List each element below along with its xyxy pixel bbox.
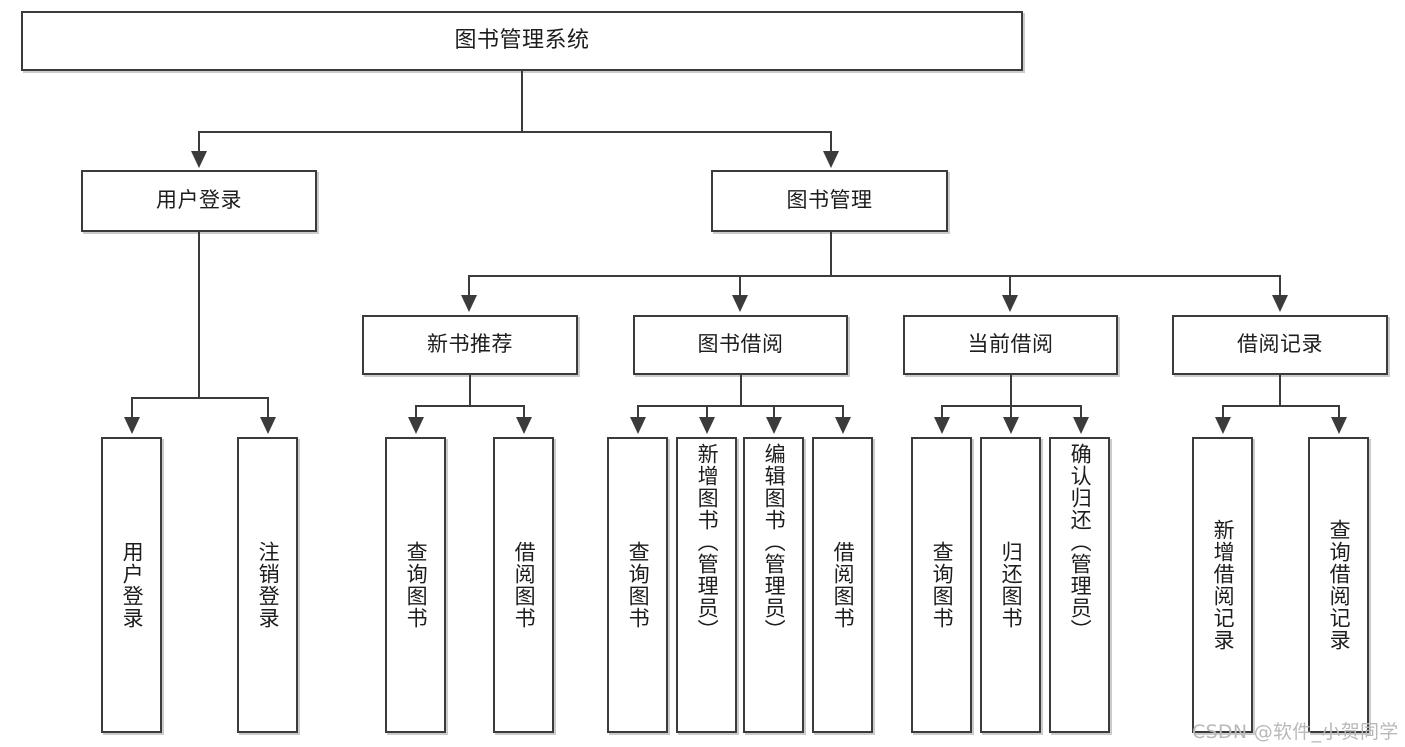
connector-bookmgmt-drop-4 bbox=[1279, 275, 1281, 297]
leaf-query-book-newbook[interactable]: 查询图书 bbox=[385, 437, 446, 733]
node-user-login[interactable]: 用户登录 bbox=[81, 170, 317, 232]
connector-bookborrow-drop-1 bbox=[637, 405, 639, 419]
connector-userlogin-drop-2 bbox=[267, 397, 269, 419]
leaf-edit-book-admin[interactable]: 编辑图书（管理员） bbox=[743, 437, 804, 733]
connector-bookmgmt-drop-3 bbox=[1009, 275, 1011, 297]
node-label: 查询图书 bbox=[404, 541, 429, 629]
connector-userlogin-stem bbox=[198, 232, 200, 398]
arrow-borrowrecord-leaf-2 bbox=[1331, 417, 1347, 434]
arrow-currentborrow-leaf-3 bbox=[1073, 417, 1089, 434]
leaf-return-book[interactable]: 归还图书 bbox=[980, 437, 1041, 733]
node-label: 注销登录 bbox=[256, 541, 281, 629]
leaf-confirm-return-admin[interactable]: 确认归还（管理员） bbox=[1049, 437, 1110, 733]
arrow-newbook-leaf-2 bbox=[516, 417, 532, 434]
leaf-query-borrow-record[interactable]: 查询借阅记录 bbox=[1308, 437, 1369, 733]
connector-userlogin-drop-1 bbox=[131, 397, 133, 419]
node-label: 新增图书（管理员） bbox=[695, 443, 720, 641]
connector-currentborrow-stem bbox=[1010, 375, 1012, 406]
arrow-bookborrow-leaf-1 bbox=[630, 417, 646, 434]
arrow-bookborrow-leaf-2 bbox=[699, 417, 715, 434]
arrow-bookmgmt-child-2 bbox=[732, 295, 748, 312]
arrow-currentborrow-leaf-2 bbox=[1003, 417, 1019, 434]
node-root-system[interactable]: 图书管理系统 bbox=[21, 11, 1023, 71]
connector-bookborrow-stem bbox=[740, 375, 742, 406]
connector-bookmgmt-drop-2 bbox=[739, 275, 741, 297]
leaf-logout[interactable]: 注销登录 bbox=[237, 437, 298, 733]
arrow-root-to-bookmgmt bbox=[823, 151, 839, 168]
connector-borrowrecord-drop-2 bbox=[1338, 405, 1340, 419]
connector-newbook-stem bbox=[469, 375, 471, 406]
connector-currentborrow-drop-2 bbox=[1010, 405, 1012, 419]
node-label: 新书推荐 bbox=[427, 332, 513, 357]
connector-borrowrecord-bus bbox=[1222, 405, 1338, 407]
node-label: 新增借阅记录 bbox=[1211, 519, 1236, 651]
connector-borrowrecord-stem bbox=[1279, 375, 1281, 406]
arrow-bookborrow-leaf-4 bbox=[835, 417, 851, 434]
connector-bookborrow-drop-3 bbox=[773, 405, 775, 419]
node-label: 查询图书 bbox=[626, 541, 651, 629]
arrow-currentborrow-leaf-1 bbox=[934, 417, 950, 434]
connector-root-to-userlogin bbox=[198, 131, 200, 153]
node-book-management[interactable]: 图书管理 bbox=[711, 170, 948, 232]
arrow-bookmgmt-child-1 bbox=[461, 295, 477, 312]
leaf-borrow-book[interactable]: 借阅图书 bbox=[812, 437, 873, 733]
leaf-query-book-borrow[interactable]: 查询图书 bbox=[607, 437, 668, 733]
node-current-borrow[interactable]: 当前借阅 bbox=[903, 315, 1118, 375]
node-label: 图书管理 bbox=[786, 188, 873, 213]
arrow-newbook-leaf-1 bbox=[408, 417, 424, 434]
node-label: 当前借阅 bbox=[967, 332, 1054, 357]
leaf-query-book-current[interactable]: 查询图书 bbox=[911, 437, 972, 733]
arrow-bookmgmt-child-3 bbox=[1002, 295, 1018, 312]
arrow-userlogin-leaf-1 bbox=[124, 417, 140, 434]
leaf-borrow-book-newbook[interactable]: 借阅图书 bbox=[493, 437, 554, 733]
connector-borrowrecord-drop-1 bbox=[1222, 405, 1224, 419]
leaf-user-login[interactable]: 用户登录 bbox=[101, 437, 162, 733]
connector-bookborrow-bus bbox=[637, 405, 843, 407]
node-book-borrow[interactable]: 图书借阅 bbox=[633, 315, 848, 375]
connector-currentborrow-drop-3 bbox=[1080, 405, 1082, 419]
node-borrow-record[interactable]: 借阅记录 bbox=[1172, 315, 1388, 375]
connector-bookmgmt-stem bbox=[830, 232, 832, 276]
node-label: 查询借阅记录 bbox=[1327, 519, 1352, 651]
node-label: 编辑图书（管理员） bbox=[762, 443, 787, 641]
arrow-bookborrow-leaf-3 bbox=[766, 417, 782, 434]
node-new-book-recommend[interactable]: 新书推荐 bbox=[362, 315, 578, 375]
leaf-add-book-admin[interactable]: 新增图书（管理员） bbox=[676, 437, 737, 733]
node-label: 借阅图书 bbox=[831, 541, 856, 629]
connector-root-stem bbox=[521, 71, 523, 132]
node-label: 用户登录 bbox=[120, 541, 145, 629]
connector-userlogin-bus bbox=[131, 397, 267, 399]
node-label: 用户登录 bbox=[156, 188, 242, 213]
connector-bookborrow-drop-2 bbox=[706, 405, 708, 419]
connector-newbook-drop-1 bbox=[415, 405, 417, 419]
node-label: 归还图书 bbox=[999, 541, 1024, 629]
connector-bookmgmt-drop-1 bbox=[468, 275, 470, 297]
node-label: 借阅图书 bbox=[512, 541, 537, 629]
leaf-add-borrow-record[interactable]: 新增借阅记录 bbox=[1192, 437, 1253, 733]
node-label: 图书管理系统 bbox=[454, 27, 590, 53]
connector-bookborrow-drop-4 bbox=[842, 405, 844, 419]
arrow-userlogin-leaf-2 bbox=[260, 417, 276, 434]
connector-root-to-bookmgmt bbox=[830, 131, 832, 153]
connector-currentborrow-drop-1 bbox=[941, 405, 943, 419]
connector-root-bus bbox=[198, 131, 832, 133]
arrow-bookmgmt-child-4 bbox=[1272, 295, 1288, 312]
node-label: 图书借阅 bbox=[697, 332, 784, 357]
node-label: 借阅记录 bbox=[1237, 332, 1323, 357]
connector-newbook-drop-2 bbox=[523, 405, 525, 419]
arrow-borrowrecord-leaf-1 bbox=[1215, 417, 1231, 434]
node-label: 查询图书 bbox=[930, 541, 955, 629]
connector-newbook-bus bbox=[415, 405, 523, 407]
arrow-root-to-userlogin bbox=[191, 151, 207, 168]
node-label: 确认归还（管理员） bbox=[1068, 443, 1093, 641]
connector-bookmgmt-bus bbox=[468, 275, 1280, 277]
